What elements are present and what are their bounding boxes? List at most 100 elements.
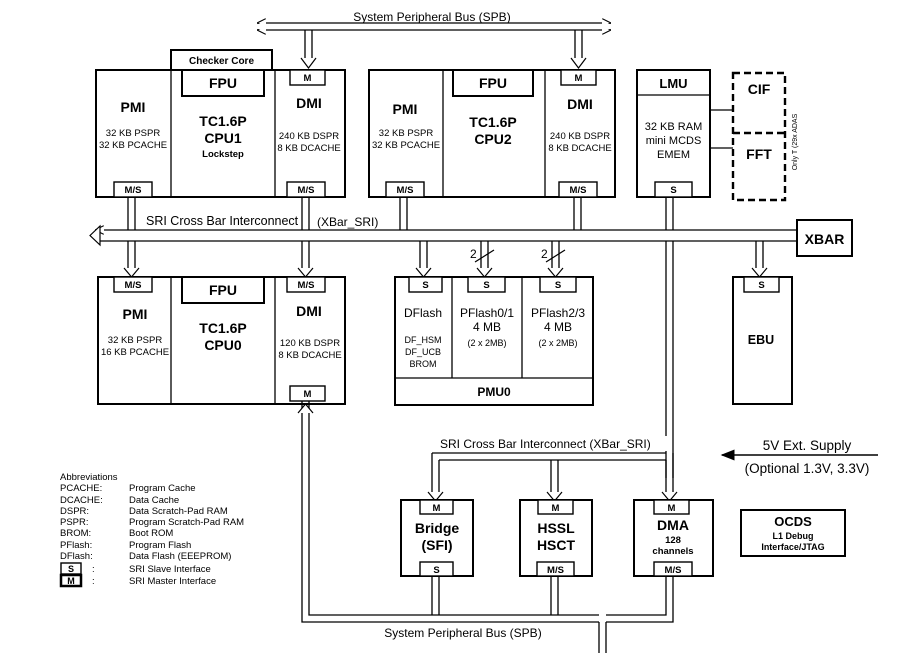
svg-text:M/S: M/S [397, 185, 414, 196]
cpu2-core-name: CPU2 [474, 131, 512, 147]
supply-note: 5V Ext. Supply (Optional 1.3V, 3.3V) [720, 438, 878, 476]
cif-note: Only T (29x ADAS [792, 113, 799, 170]
abbreviation-row: PCACHE: Program Cache [60, 483, 244, 494]
supply-label: 5V Ext. Supply [763, 438, 852, 453]
cpu0-spb-master-port [289, 385, 326, 402]
cpu0-core-name: CPU0 [204, 337, 242, 353]
abbreviation-key: PSPR: [60, 517, 89, 529]
cpu1-fpu-box [181, 69, 265, 97]
sri-pflash01-link [480, 241, 489, 272]
svg-text:M/S: M/S [125, 185, 142, 196]
abbreviation-value: Data Flash (EEEPROM) [129, 551, 232, 563]
svg-text::: : [92, 576, 95, 587]
fft-label: FFT [746, 146, 772, 162]
bridge-master-port [419, 499, 454, 515]
pflash23-size: 4 MB [544, 320, 572, 334]
cif-fft-block: CIF FFT Only T (29x ADAS [731, 71, 799, 202]
dflash-ucb: DF_UCB [405, 347, 441, 357]
spb-bottom-bus: System Peripheral Bus (SPB) [297, 401, 674, 653]
cpu2-fpu-box [452, 69, 534, 97]
sri-top-label: SRI Cross Bar Interconnect [146, 214, 299, 228]
cpu2-pmi-ms-port [385, 181, 425, 198]
dma-label: DMA [657, 517, 689, 533]
dflash-label: DFlash [404, 306, 442, 320]
hssl-label: HSSL [537, 520, 575, 536]
abbreviation-value: Program Cache [129, 483, 196, 495]
spb-to-cpu2 [574, 30, 583, 63]
sri-top-paren: (XBar_SRI) [317, 215, 378, 229]
sri-ebu-link [755, 241, 764, 272]
abbreviation-key: BROM: [60, 528, 92, 540]
abbreviation-value: Boot ROM [129, 528, 174, 540]
svg-text:M/S: M/S [298, 185, 315, 196]
lmu-to-dma-link [665, 241, 674, 478]
abbreviation-key: PCACHE: [60, 483, 103, 495]
hssl-block: M HSSL HSCT M/S [519, 499, 593, 577]
cpu1-pmi-pspr: 32 KB PSPR [106, 128, 161, 139]
sri-cpu1-dmi-link [301, 197, 310, 230]
pflash23-bus-width: 2 [541, 247, 548, 261]
cpu1-dmi-ms-port [286, 181, 326, 198]
cpu2-pmi-pspr: 32 KB PSPR [379, 128, 434, 139]
xbar-box [796, 219, 853, 257]
cpu1-dmi-dcache: 8 KB DCACHE [277, 143, 340, 154]
pflash01-label: PFlash0/1 [460, 306, 514, 320]
legend-slave-desc: SRI Slave Interface [129, 564, 211, 575]
abbreviations-title: Abbreviations [60, 472, 118, 483]
abbreviation-value: Program Scratch-Pad RAM [129, 517, 245, 529]
svg-text:M: M [304, 389, 312, 400]
lmu-slave-port [654, 181, 693, 198]
ebu-label: EBU [748, 333, 774, 347]
svg-text:S: S [68, 564, 74, 574]
cpu1-core-title: TC1.6P [199, 113, 246, 129]
abbreviation-value: Data Scratch-Pad RAM [129, 505, 228, 517]
pflash23-slave-port [539, 276, 577, 293]
svg-text:S: S [555, 280, 561, 291]
svg-text:M/S: M/S [125, 280, 142, 291]
cpu1-pmi-ms-port [113, 181, 153, 198]
svg-text:S: S [670, 185, 676, 196]
pmu0-block: S S S DFlash DF_HSM DF_UCB BROM PFlash0/… [394, 276, 594, 406]
cpu2-pmi-pcache: 32 KB PCACHE [372, 140, 440, 151]
checker-core-label: Checker Core [189, 56, 254, 67]
svg-text:M: M [67, 576, 75, 586]
sri-lower-bus [432, 452, 666, 461]
cpu2-dmi-dspr: 240 KB DSPR [550, 131, 610, 142]
svg-text:S: S [433, 565, 439, 576]
hssl-ms-port [536, 561, 575, 577]
dma-channels: channels [652, 546, 693, 557]
cpu1-block: Checker Core FPU PMI 32 KB PSPR 32 KB PC… [95, 49, 346, 198]
bridge-slave-port [419, 561, 454, 577]
pflash01-slave-port [467, 276, 506, 293]
abbreviation-key: DFlash: [60, 551, 93, 563]
cif-label: CIF [748, 81, 771, 97]
svg-text:S: S [483, 280, 489, 291]
cpu0-block: FPU PMI 32 KB PSPR 16 KB PCACHE TC1.6P C… [97, 276, 346, 405]
cpu0-dmi-dspr: 120 KB DSPR [280, 338, 340, 349]
sri-lmu-link [665, 197, 674, 230]
hsct-label: HSCT [537, 537, 576, 553]
legend-master-box [59, 573, 83, 588]
cpu1-dmi-dspr: 240 KB DSPR [279, 131, 339, 142]
sri-lower-label: SRI Cross Bar Interconnect (XBar_SRI) [440, 437, 651, 451]
spb-bottom-label: System Peripheral Bus (SPB) [384, 626, 541, 640]
svg-text:M: M [668, 503, 676, 514]
bridge-block: M Bridge (SFI) S [400, 499, 474, 577]
ocds-label: OCDS [774, 514, 812, 529]
ebu-slave-port [743, 276, 780, 293]
svg-text:M: M [304, 73, 312, 84]
abbreviation-row: DFlash: Data Flash (EEEPROM) [60, 551, 244, 562]
ocds-interface: Interface/JTAG [761, 542, 824, 552]
svg-text:S: S [758, 280, 764, 291]
svg-text:M/S: M/S [298, 280, 315, 291]
cpu0-pmi-pcache: 16 KB PCACHE [101, 347, 169, 358]
cpu2-fpu-label: FPU [479, 75, 507, 91]
dflash-slave-port [408, 276, 443, 293]
abbreviation-row: BROM: Boot ROM [60, 528, 244, 539]
sri-cpu1-pmi-link [127, 197, 136, 230]
abbreviation-value: Data Cache [129, 494, 180, 506]
cpu1-core-name: CPU1 [204, 130, 242, 146]
svg-text:M: M [552, 503, 560, 514]
svg-text:M/S: M/S [570, 185, 587, 196]
